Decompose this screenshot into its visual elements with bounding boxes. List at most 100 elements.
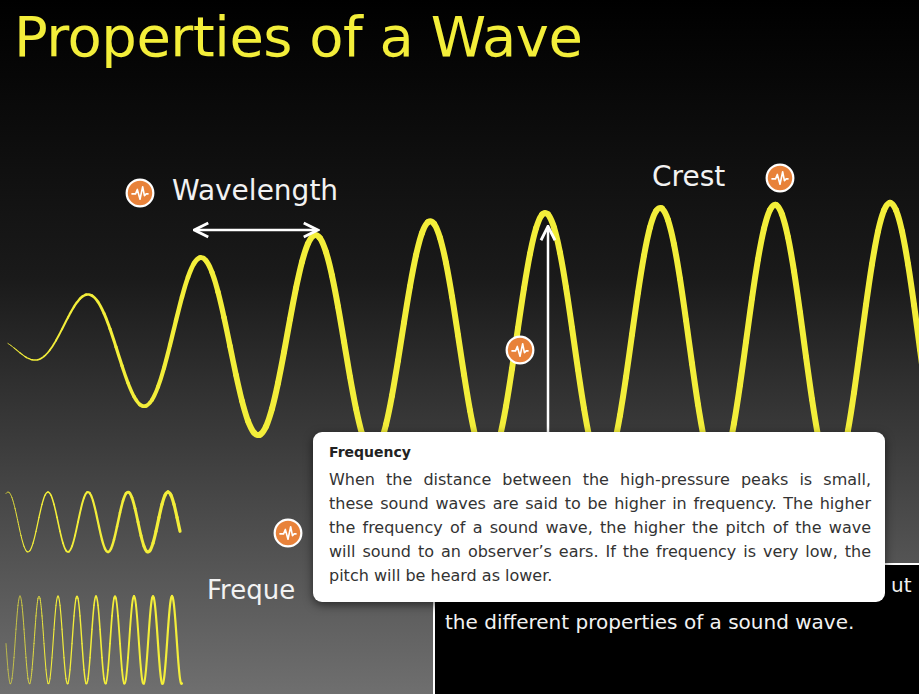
wave-segment <box>153 531 156 543</box>
wave-segment <box>33 531 36 543</box>
wave-segment <box>12 498 15 509</box>
wave-segment <box>32 644 34 670</box>
wave-segment <box>740 342 746 385</box>
wave-segment <box>22 605 24 629</box>
wave-segment <box>752 259 758 298</box>
wave-segment <box>788 237 794 271</box>
wave-segment <box>174 504 177 517</box>
wavelength-arrow <box>196 229 316 232</box>
wave-segment <box>118 616 120 644</box>
wave-segment <box>14 348 20 353</box>
wave-segment <box>644 227 650 255</box>
wave-segment <box>108 644 110 670</box>
wave-segment <box>56 596 58 605</box>
wave-segment <box>106 670 108 684</box>
wave-segment <box>180 679 182 684</box>
wave-segment <box>90 493 93 500</box>
wave-segment <box>102 658 104 679</box>
wave-segment <box>170 320 176 345</box>
wave-segment <box>172 596 174 605</box>
wave-segment <box>134 596 136 605</box>
wave-segment <box>51 495 54 504</box>
wave-label: Freque <box>207 575 295 605</box>
wave-segment <box>102 540 105 549</box>
wave-segment <box>70 644 72 670</box>
wave-segment <box>128 383 134 397</box>
wave-segment <box>854 349 860 392</box>
wave-segment <box>620 377 626 415</box>
wave-segment <box>110 329 116 347</box>
tooltip-popup: FrequencyWhen the distance between the h… <box>313 432 885 602</box>
wave-segment <box>88 658 90 679</box>
wave-segment <box>680 279 686 320</box>
wave-segment <box>68 307 74 318</box>
wave-segment <box>98 605 100 629</box>
wave-segment <box>150 598 152 616</box>
wave-segment <box>116 598 118 616</box>
wave-segment <box>54 605 56 629</box>
wave-segment <box>902 231 908 264</box>
wave-segment <box>168 605 170 629</box>
wave-segment <box>60 605 62 629</box>
wave-segment <box>674 244 680 279</box>
wave-segment <box>78 598 80 616</box>
wave-segment <box>160 670 162 684</box>
wave-segment <box>278 352 284 383</box>
wave-segment <box>178 658 180 679</box>
wave-segment <box>112 598 114 616</box>
wave-segment <box>554 227 560 252</box>
wave-segment <box>182 277 188 297</box>
wave-segment <box>224 317 230 346</box>
wave-segment <box>122 366 128 383</box>
wave-segment <box>38 356 44 359</box>
wave-segment <box>94 596 96 605</box>
wave-segment <box>75 522 78 536</box>
wave-segment <box>42 616 44 644</box>
wave-segment <box>158 644 160 670</box>
wave-segment <box>62 629 64 657</box>
wave-segment <box>132 498 135 509</box>
wave-segment <box>626 335 632 377</box>
wave-segment <box>296 262 302 288</box>
wave-segment <box>9 492 12 497</box>
wave-segment <box>54 504 57 517</box>
wave-segment <box>458 335 464 374</box>
wave-segment <box>578 370 584 409</box>
wave-segment <box>20 353 26 357</box>
wave-segment <box>518 288 524 328</box>
wave-segment <box>96 513 99 527</box>
wave-segment <box>632 293 638 335</box>
wave-segment <box>34 616 36 644</box>
wave-segment <box>896 210 902 231</box>
info-icon <box>275 520 302 547</box>
wave-segment <box>6 492 9 493</box>
wave-segment <box>111 540 114 549</box>
wave-segment <box>122 670 124 684</box>
wave-segment <box>36 517 39 531</box>
wave-segment <box>14 629 16 657</box>
wave-segment <box>872 231 878 264</box>
wave-segment <box>114 527 117 540</box>
wave-segment <box>63 543 66 550</box>
wave-segment <box>92 605 94 629</box>
wave-segment <box>758 229 764 260</box>
wave-segment <box>93 501 96 513</box>
wave-segment <box>50 658 52 679</box>
wave-segment <box>416 233 422 255</box>
wave-segment <box>734 385 740 423</box>
wave-segment <box>212 272 218 292</box>
wave-segment <box>18 596 20 605</box>
wave-segment <box>410 255 416 286</box>
wave-segment <box>104 313 110 329</box>
wave-segment <box>866 264 872 305</box>
wave-segment <box>60 531 63 543</box>
wave-segment <box>398 323 404 361</box>
wave-segment <box>6 644 8 670</box>
wave-segment <box>218 292 224 317</box>
wave-segment <box>20 596 22 605</box>
wave-segment <box>138 629 140 657</box>
wave-segment <box>8 670 10 684</box>
wave-segment <box>81 498 84 509</box>
info-icon <box>767 165 794 192</box>
wave-segment <box>74 598 76 616</box>
